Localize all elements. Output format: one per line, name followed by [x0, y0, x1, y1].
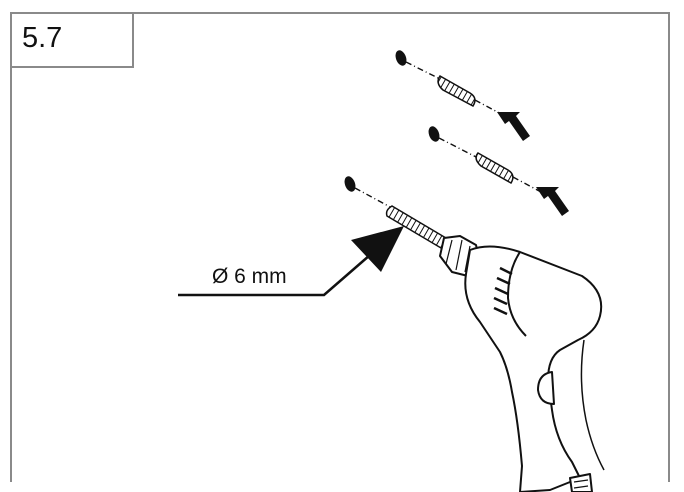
arrow-icon: [497, 112, 530, 141]
screw-icon: [395, 50, 441, 80]
wall-plug-icon: [475, 152, 542, 193]
wall-plug-icon: [437, 75, 504, 116]
drill-bit-icon: [385, 205, 447, 250]
step-number: 5.7: [22, 22, 63, 54]
figure-frame: [10, 12, 670, 482]
leader-arrow: [178, 226, 404, 297]
drill-diameter-label: Ø 6 mm: [212, 265, 287, 288]
arrow-icon: [536, 187, 569, 216]
step-number-box: [10, 12, 134, 68]
screw-icon: [344, 176, 393, 209]
screw-icon: [428, 126, 479, 159]
power-drill-icon: [439, 235, 605, 492]
